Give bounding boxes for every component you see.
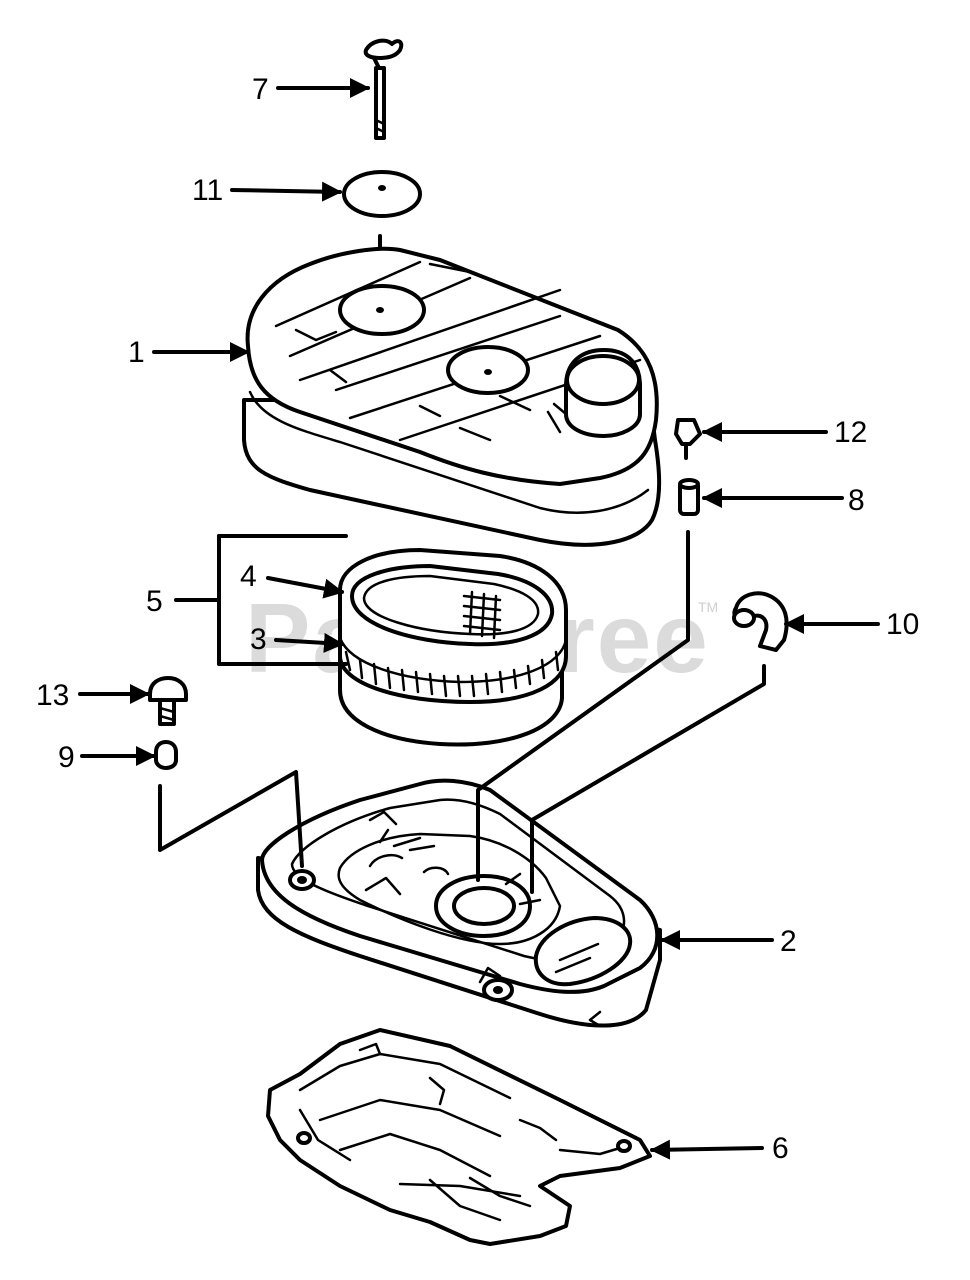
callout-13: 13 xyxy=(36,679,69,712)
part-7-wing-bolt[interactable] xyxy=(363,38,404,140)
callout-10: 10 xyxy=(886,608,919,641)
part-12-fitting[interactable] xyxy=(674,418,702,460)
callout-12: 12 xyxy=(834,416,867,449)
callout-2: 2 xyxy=(780,925,797,958)
part-6-gasket[interactable] xyxy=(266,1028,652,1246)
part-8-sleeve[interactable] xyxy=(678,478,700,516)
part-2-base[interactable] xyxy=(256,778,662,1028)
filter-label-grid xyxy=(462,590,502,640)
callout-1: 1 xyxy=(128,336,145,369)
callout-4: 4 xyxy=(240,560,257,593)
part-11-washer[interactable] xyxy=(342,170,422,282)
part-3-4-filter-element[interactable] xyxy=(338,548,568,747)
callout-9: 9 xyxy=(58,741,75,774)
reference-lines xyxy=(158,530,766,894)
watermark-trademark: TM xyxy=(698,599,718,615)
callout-7: 7 xyxy=(252,73,269,106)
part-13-bolt[interactable] xyxy=(148,676,188,726)
callout-5: 5 xyxy=(146,585,163,618)
part-9-cap[interactable] xyxy=(154,740,178,770)
callout-leaders xyxy=(78,78,880,1160)
part-10-elbow[interactable] xyxy=(732,591,789,652)
callout-11: 11 xyxy=(192,174,223,207)
part-1-air-cleaner-cover[interactable] xyxy=(242,246,662,547)
callout-6: 6 xyxy=(772,1132,789,1165)
callout-8: 8 xyxy=(848,484,865,517)
callout-labels: 7 11 1 12 8 4 5 10 3 13 9 2 6 xyxy=(36,73,919,1165)
callout-3: 3 xyxy=(250,623,267,656)
